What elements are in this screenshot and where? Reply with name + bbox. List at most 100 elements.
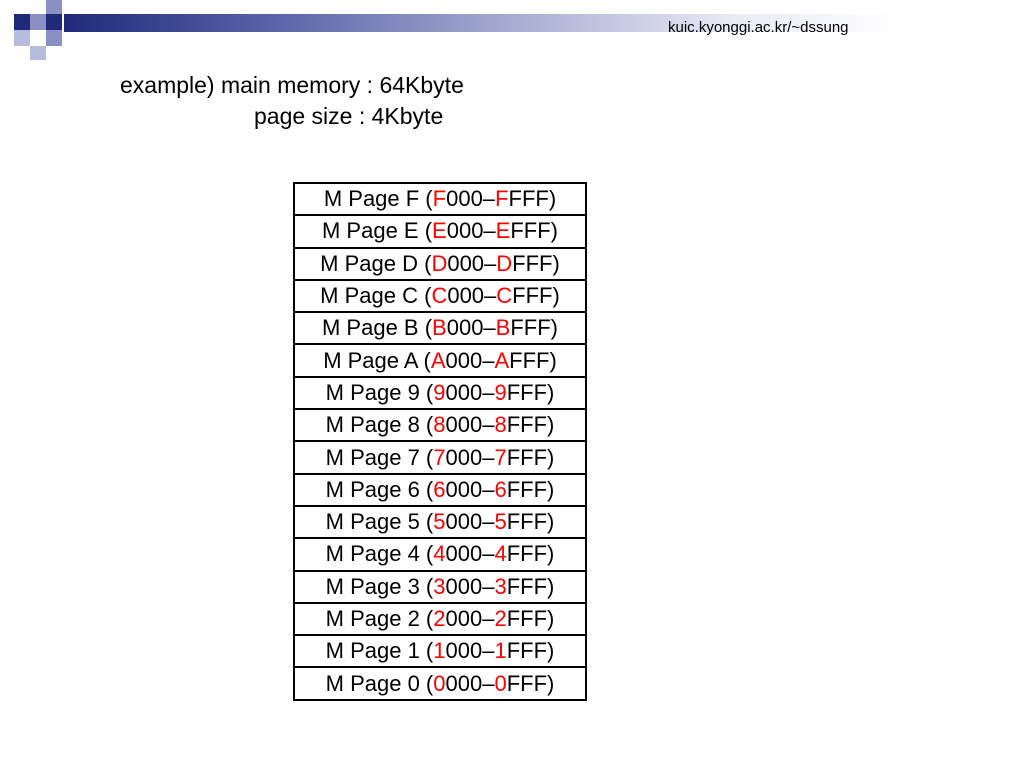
example-line-main-memory: example) main memory : 64Kbyte xyxy=(120,72,464,98)
page-range-tail: FFF) xyxy=(506,638,555,664)
page-end-digit: D xyxy=(496,250,513,276)
page-label: M Page E ( xyxy=(321,218,433,244)
page-range-middle: 000– xyxy=(445,670,495,696)
page-range-middle: 000– xyxy=(445,444,495,470)
header-url: kuic.kyonggi.ac.kr/~dssung xyxy=(668,19,849,36)
page-end-digit: F xyxy=(495,186,509,212)
page-label: M Page 6 ( xyxy=(325,476,434,502)
page-start-digit: 8 xyxy=(433,412,446,438)
page-end-digit: E xyxy=(495,218,511,244)
page-label: M Page D ( xyxy=(320,250,432,276)
page-range-tail: FFF) xyxy=(506,412,555,438)
page-end-digit: C xyxy=(496,283,513,309)
deco-square-light xyxy=(46,0,62,14)
page-end-digit: 5 xyxy=(494,509,507,535)
header-gradient-bar xyxy=(64,14,904,32)
page-start-digit: E xyxy=(432,218,447,244)
example-line-page-size: page size : 4Kbyte xyxy=(254,103,444,129)
page-start-digit: 2 xyxy=(433,606,446,631)
page-range-tail: FFF) xyxy=(510,218,559,244)
page-end-digit: 7 xyxy=(494,444,507,470)
page-range-tail: FFF) xyxy=(506,541,555,567)
page-label: M Page F ( xyxy=(323,186,433,212)
page-range-middle: 000– xyxy=(445,347,495,373)
page-range-tail: FFF) xyxy=(506,670,555,696)
deco-square-light xyxy=(30,14,46,30)
page-start-digit: A xyxy=(430,347,446,373)
page-range-tail: FFF) xyxy=(506,606,555,631)
page-label: M Page 7 ( xyxy=(325,444,434,470)
page-range-tail: FFF) xyxy=(506,509,555,535)
page-end-digit: 9 xyxy=(494,379,507,405)
page-range-tail: FFF) xyxy=(506,444,555,470)
page-end-digit: 3 xyxy=(494,573,507,599)
page-range-middle: 000– xyxy=(445,573,495,599)
page-range-middle: 000– xyxy=(446,315,496,341)
page-end-digit: 0 xyxy=(494,670,507,696)
page-start-digit: 7 xyxy=(433,444,446,470)
page-label: M Page 3 ( xyxy=(325,573,434,599)
page-label: M Page 5 ( xyxy=(325,509,434,535)
page-start-digit: B xyxy=(432,315,447,341)
page-range-tail: FFF) xyxy=(512,250,560,276)
page-label: M Page 9 ( xyxy=(325,379,434,405)
page-start-digit: 6 xyxy=(433,476,446,502)
deco-square-light xyxy=(30,46,46,60)
page-start-digit: 9 xyxy=(433,379,446,405)
page-label: M Page 0 ( xyxy=(325,670,434,696)
page-start-digit: C xyxy=(431,283,448,309)
page-start-digit: 4 xyxy=(433,541,446,567)
page-range-middle: 000– xyxy=(445,476,495,502)
page-start-digit: 5 xyxy=(433,509,446,535)
page-range-tail: FFF) xyxy=(512,283,560,309)
page-label: M Page 1 ( xyxy=(325,638,434,664)
page-range-middle: 000– xyxy=(447,283,497,309)
page-range-tail: FFF) xyxy=(506,573,555,599)
page-end-digit: 8 xyxy=(494,412,507,438)
page-start-digit: 0 xyxy=(433,670,446,696)
page-end-digit: 1 xyxy=(494,638,507,664)
page-label: M Page 4 ( xyxy=(325,541,434,567)
page-range-middle: 000– xyxy=(445,606,495,631)
page-range-tail: FFF) xyxy=(508,186,557,212)
page-range-middle: 000– xyxy=(446,186,496,212)
page-label: M Page A ( xyxy=(323,347,431,373)
page-end-digit: 2 xyxy=(494,606,507,631)
page-range-tail: FFF) xyxy=(510,315,559,341)
page-end-digit: 6 xyxy=(494,476,507,502)
page-label: M Page C ( xyxy=(320,283,432,309)
page-end-digit: 4 xyxy=(494,541,507,567)
page-range-middle: 000– xyxy=(445,412,495,438)
page-label: M Page B ( xyxy=(321,315,433,341)
page-range-middle: 000– xyxy=(445,638,495,664)
page-end-digit: B xyxy=(495,315,511,341)
page-start-digit: F xyxy=(432,186,447,212)
page-range-middle: 000– xyxy=(445,379,495,405)
deco-square-light xyxy=(46,30,62,46)
page-label: M Page 2 ( xyxy=(325,606,434,631)
page-range-middle: 000– xyxy=(446,218,496,244)
page-start-digit: D xyxy=(431,250,448,276)
deco-square-light xyxy=(14,30,30,46)
page-range-middle: 000– xyxy=(445,509,495,535)
deco-square-dark xyxy=(46,14,62,30)
page-label: M Page 8 ( xyxy=(325,412,434,438)
